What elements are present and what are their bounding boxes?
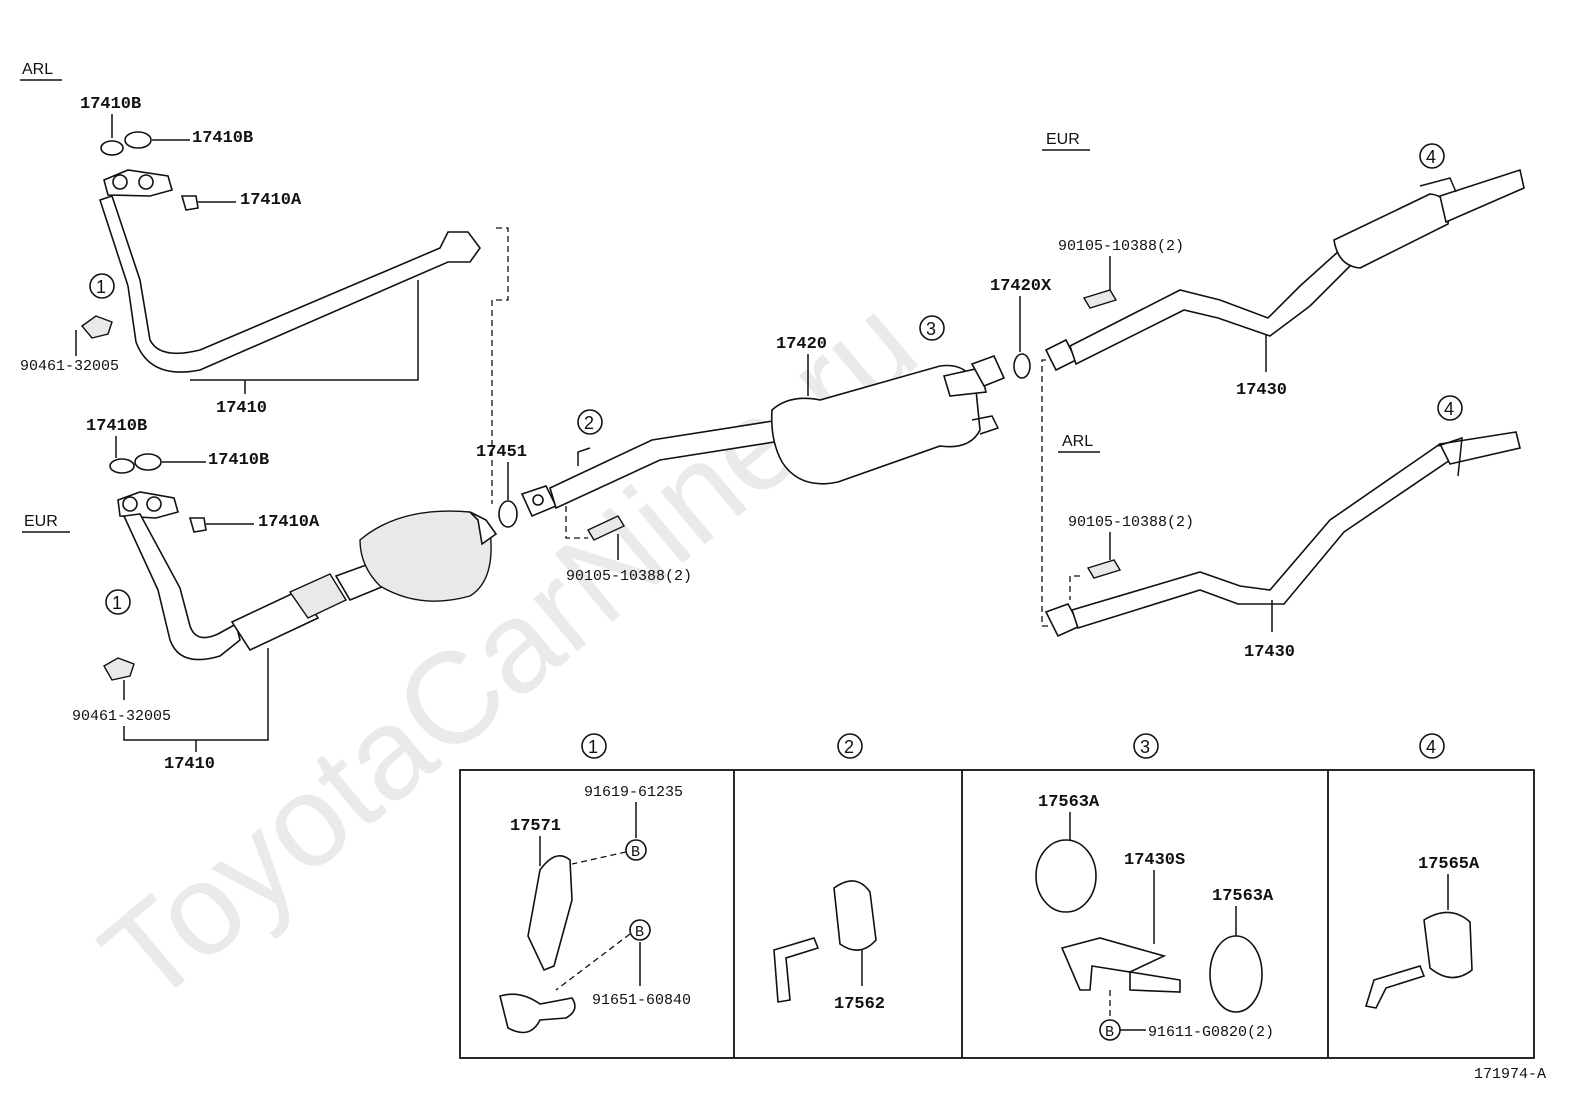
tail-pipe-body bbox=[1070, 442, 1452, 629]
svg-text:2: 2 bbox=[844, 737, 854, 757]
drawing-number: 171974-A bbox=[1474, 1066, 1546, 1083]
part-17563a-label[interactable]: 17563A bbox=[1212, 887, 1274, 906]
bolt-90105 bbox=[1082, 289, 1118, 309]
front-pipe-eur: 17410B 17410B EUR 17410A 1 90461-32005 1… bbox=[22, 417, 498, 774]
center-muffler-17420: 17420 3 bbox=[770, 315, 1006, 485]
gasket-17420x: 17420X bbox=[990, 277, 1052, 379]
bracket-17571 bbox=[527, 854, 573, 972]
detail-panel-1: 1 17571 91619-61235 B B 91651-60840 bbox=[499, 733, 691, 1034]
part-17563a-label[interactable]: 17563A bbox=[1038, 793, 1100, 812]
clamp bbox=[499, 993, 576, 1034]
svg-text:1: 1 bbox=[96, 277, 106, 297]
part-90105-label[interactable]: 90105-10388(2) bbox=[566, 568, 692, 585]
callout-circle-4 bbox=[1419, 143, 1445, 169]
gasket-17451: 17451 bbox=[476, 443, 527, 528]
detail-panels: 1 17571 91619-61235 B B 91651-60840 2 17… bbox=[459, 733, 1535, 1059]
hanger-17562 bbox=[833, 880, 877, 951]
part-91651-label[interactable]: 91651-60840 bbox=[592, 992, 691, 1009]
callout-circle-1 bbox=[105, 589, 131, 615]
part-17410b-label[interactable]: 17410B bbox=[192, 129, 253, 148]
rear-muffler bbox=[1333, 193, 1450, 269]
tail-pipe-eur: EUR 4 90105-10388(2) 17430 bbox=[1042, 131, 1525, 400]
svg-text:3: 3 bbox=[926, 319, 936, 339]
hanger-17563a bbox=[1209, 935, 1263, 1013]
tail-pipe-body bbox=[1069, 248, 1352, 366]
detail-panel-2: 2 17562 bbox=[773, 733, 885, 1014]
flex-joint bbox=[230, 588, 320, 652]
region-label-arl: ARL bbox=[1062, 433, 1093, 450]
gasket-ring-17410b bbox=[100, 140, 124, 156]
svg-text:1: 1 bbox=[112, 593, 122, 613]
svg-text:4: 4 bbox=[1444, 399, 1454, 419]
part-17430s-label[interactable]: 17430S bbox=[1124, 851, 1185, 870]
svg-text:2: 2 bbox=[584, 413, 594, 433]
callout-circle-3 bbox=[919, 315, 945, 341]
part-17420x-label[interactable]: 17420X bbox=[990, 277, 1052, 296]
callout-circle-1 bbox=[89, 273, 115, 299]
part-17571-label[interactable]: 17571 bbox=[510, 817, 561, 836]
muffler-flange bbox=[970, 354, 1006, 388]
part-90105-label[interactable]: 90105-10388(2) bbox=[1058, 238, 1184, 255]
part-17410b-label[interactable]: 17410B bbox=[86, 417, 147, 436]
part-17410a-label[interactable]: 17410A bbox=[240, 191, 302, 210]
part-17410a-label[interactable]: 17410A bbox=[258, 513, 320, 532]
svg-text:4: 4 bbox=[1426, 737, 1436, 757]
catalytic-converter bbox=[359, 510, 492, 602]
svg-text:B: B bbox=[635, 924, 644, 941]
svg-text:3: 3 bbox=[1140, 737, 1150, 757]
svg-text:1: 1 bbox=[588, 737, 598, 757]
callout-circle-4 bbox=[1437, 395, 1463, 421]
nut-17410a bbox=[188, 517, 207, 533]
clamp-90461 bbox=[103, 657, 135, 681]
part-17410-label[interactable]: 17410 bbox=[216, 399, 267, 418]
callout-circle-2 bbox=[577, 409, 603, 435]
part-91619-label[interactable]: 91619-61235 bbox=[584, 784, 683, 801]
region-label-eur: EUR bbox=[24, 513, 58, 530]
front-pipe-arl: ARL 17410B 17410B 17410A 1 90461-32005 1… bbox=[20, 61, 481, 418]
svg-text:B: B bbox=[631, 844, 640, 861]
part-90461-label[interactable]: 90461-32005 bbox=[72, 708, 171, 725]
region-label-eur: EUR bbox=[1046, 131, 1080, 148]
front-pipe-body bbox=[98, 194, 481, 373]
clamp-90461 bbox=[80, 315, 113, 339]
svg-text:4: 4 bbox=[1426, 147, 1436, 167]
part-17410-label[interactable]: 17410 bbox=[164, 755, 215, 774]
gasket-ring-17410b bbox=[124, 131, 152, 149]
part-17420-label[interactable]: 17420 bbox=[776, 335, 827, 354]
bolt-90105 bbox=[587, 515, 625, 541]
part-90461-label[interactable]: 90461-32005 bbox=[20, 358, 119, 375]
muffler-body bbox=[770, 364, 981, 485]
nut-17410a bbox=[180, 195, 199, 211]
bracket-17430s bbox=[1060, 937, 1167, 991]
bolt-90105 bbox=[1086, 559, 1122, 579]
detail-panel-3: 3 17563A 17430S 17563A B 91611-G0820(2) bbox=[1035, 733, 1274, 1041]
front-pipe-body bbox=[122, 513, 241, 661]
part-17410b-label[interactable]: 17410B bbox=[208, 451, 269, 470]
tail-pipe-arl: ARL 4 90105-10388(2) 17430 bbox=[1044, 395, 1521, 662]
part-17565a-label[interactable]: 17565A bbox=[1418, 855, 1480, 874]
part-90105-label[interactable]: 90105-10388(2) bbox=[1068, 514, 1194, 531]
part-91611-label[interactable]: 91611-G0820(2) bbox=[1148, 1024, 1274, 1041]
part-17451-label[interactable]: 17451 bbox=[476, 443, 527, 462]
center-pipe: 2 90105-10388(2) bbox=[520, 409, 802, 585]
part-17410b-label[interactable]: 17410B bbox=[80, 95, 141, 114]
hanger-17565a bbox=[1423, 911, 1473, 979]
part-17562-label[interactable]: 17562 bbox=[834, 995, 885, 1014]
hanger-17563a bbox=[1035, 839, 1097, 913]
part-17430-label[interactable]: 17430 bbox=[1236, 381, 1287, 400]
svg-text:B: B bbox=[1105, 1024, 1114, 1041]
part-17430-label[interactable]: 17430 bbox=[1244, 643, 1295, 662]
detail-panel-4: 4 17565A bbox=[1364, 733, 1480, 1009]
region-label-arl: ARL bbox=[22, 61, 53, 78]
